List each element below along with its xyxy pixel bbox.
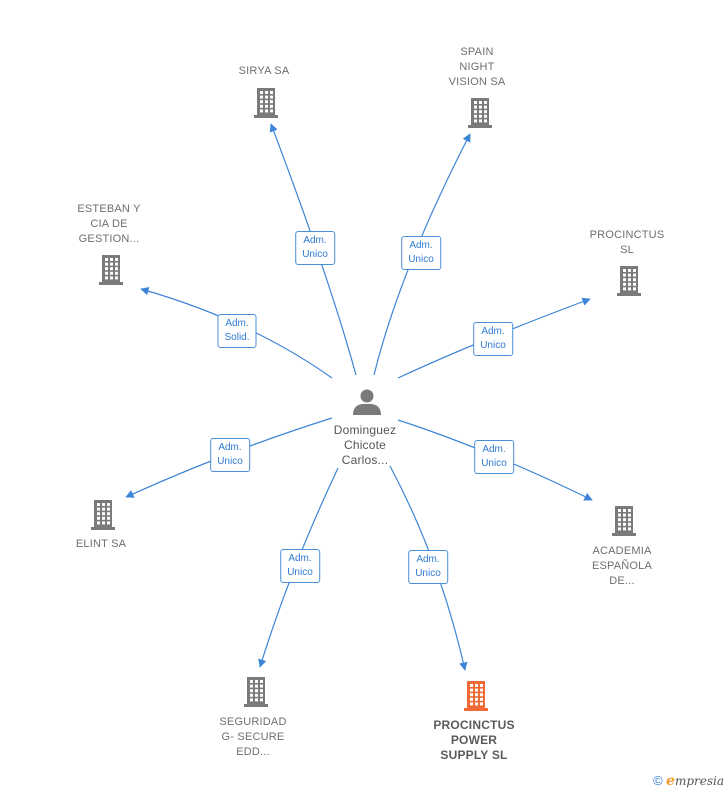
relation-label-line: Unico xyxy=(287,567,313,578)
company-label-line: SEGURIDAD xyxy=(219,716,287,728)
relation-label-line: Unico xyxy=(415,568,441,579)
building-icon[interactable] xyxy=(244,677,268,707)
building-icon[interactable] xyxy=(254,88,278,118)
relation-label-line: Unico xyxy=(481,458,507,469)
building-icon[interactable] xyxy=(99,255,123,285)
company-label-line: ELINT SA xyxy=(75,538,127,550)
relation-label-line: Adm. xyxy=(482,444,506,455)
person-icon[interactable] xyxy=(353,389,381,416)
company-label-line: ACADEMIA xyxy=(592,545,652,557)
company-label-line: NIGHT xyxy=(459,61,495,73)
relation-label-line: Adm. xyxy=(225,318,249,329)
company-label-spain-night-vision[interactable]: SPAIN NIGHT VISION SA xyxy=(449,45,506,90)
company-label-line: PROCINCTUS xyxy=(433,718,515,732)
relation-label-line: Unico xyxy=(302,249,328,260)
copyright-symbol: © xyxy=(653,773,663,788)
brand-logo-text: mpresia xyxy=(674,774,724,788)
relation-label-line: Adm. xyxy=(288,553,312,564)
company-label-line: EDD... xyxy=(236,746,270,758)
company-label-line: SL xyxy=(620,244,634,256)
relation-label-line: Adm. xyxy=(303,235,327,246)
person-name-line: Chicote xyxy=(343,438,387,452)
company-label-academia[interactable]: ACADEMIA ESPAÑOLA DE... xyxy=(592,544,652,589)
person-name-line: Dominguez xyxy=(333,423,397,437)
company-label-line: VISION SA xyxy=(448,76,506,88)
company-label-line: SPAIN xyxy=(460,46,494,58)
company-label-esteban[interactable]: ESTEBAN Y CIA DE GESTION... xyxy=(77,202,140,247)
relation-label-spain-night-vision[interactable]: Adm. Unico xyxy=(401,236,441,270)
relation-label-procinctus[interactable]: Adm. Unico xyxy=(473,322,513,356)
company-label-line: PROCINCTUS xyxy=(589,229,665,241)
brand-logo-initial: e xyxy=(666,773,675,789)
company-label-seguridad[interactable]: SEGURIDAD G- SECURE EDD... xyxy=(219,715,286,760)
company-label-elint[interactable]: ELINT SA xyxy=(76,537,126,552)
watermark: © empresia xyxy=(653,773,724,789)
company-label-line: CIA DE xyxy=(90,218,128,230)
relation-label-elint[interactable]: Adm. Unico xyxy=(210,438,250,472)
relation-label-line: Adm. xyxy=(416,554,440,565)
building-icon[interactable] xyxy=(464,681,488,711)
building-icon[interactable] xyxy=(612,506,636,536)
company-label-sirya[interactable]: SIRYA SA xyxy=(239,64,290,79)
person-name-line: Carlos... xyxy=(341,453,389,467)
building-icon[interactable] xyxy=(468,98,492,128)
relation-label-line: Adm. xyxy=(481,326,505,337)
company-label-line: DE... xyxy=(609,575,635,587)
relation-label-seguridad[interactable]: Adm. Unico xyxy=(280,549,320,583)
company-label-procinctus[interactable]: PROCINCTUS SL xyxy=(590,228,665,258)
relation-label-esteban[interactable]: Adm. Solid. xyxy=(217,314,257,348)
relation-label-line: Solid. xyxy=(224,332,250,343)
relation-label-line: Unico xyxy=(217,456,243,467)
company-label-line: G- SECURE xyxy=(221,731,285,743)
company-label-line: SUPPLY SL xyxy=(440,748,508,762)
relation-label-line: Adm. xyxy=(218,442,242,453)
relation-label-line: Unico xyxy=(480,340,506,351)
company-label-line: GESTION... xyxy=(78,233,140,245)
relation-label-sirya[interactable]: Adm. Unico xyxy=(295,231,335,265)
company-label-line: ESTEBAN Y xyxy=(77,203,141,215)
building-icon[interactable] xyxy=(617,266,641,296)
relation-label-line: Unico xyxy=(408,254,434,265)
building-icon[interactable] xyxy=(91,500,115,530)
company-label-line: ESPAÑOLA xyxy=(591,560,653,572)
company-label-line: SIRYA SA xyxy=(238,65,290,77)
company-label-line: POWER xyxy=(450,733,498,747)
relation-label-line: Adm. xyxy=(409,240,433,251)
relation-label-procinctus-power[interactable]: Adm. Unico xyxy=(408,550,448,584)
relation-label-academia[interactable]: Adm. Unico xyxy=(474,440,514,474)
